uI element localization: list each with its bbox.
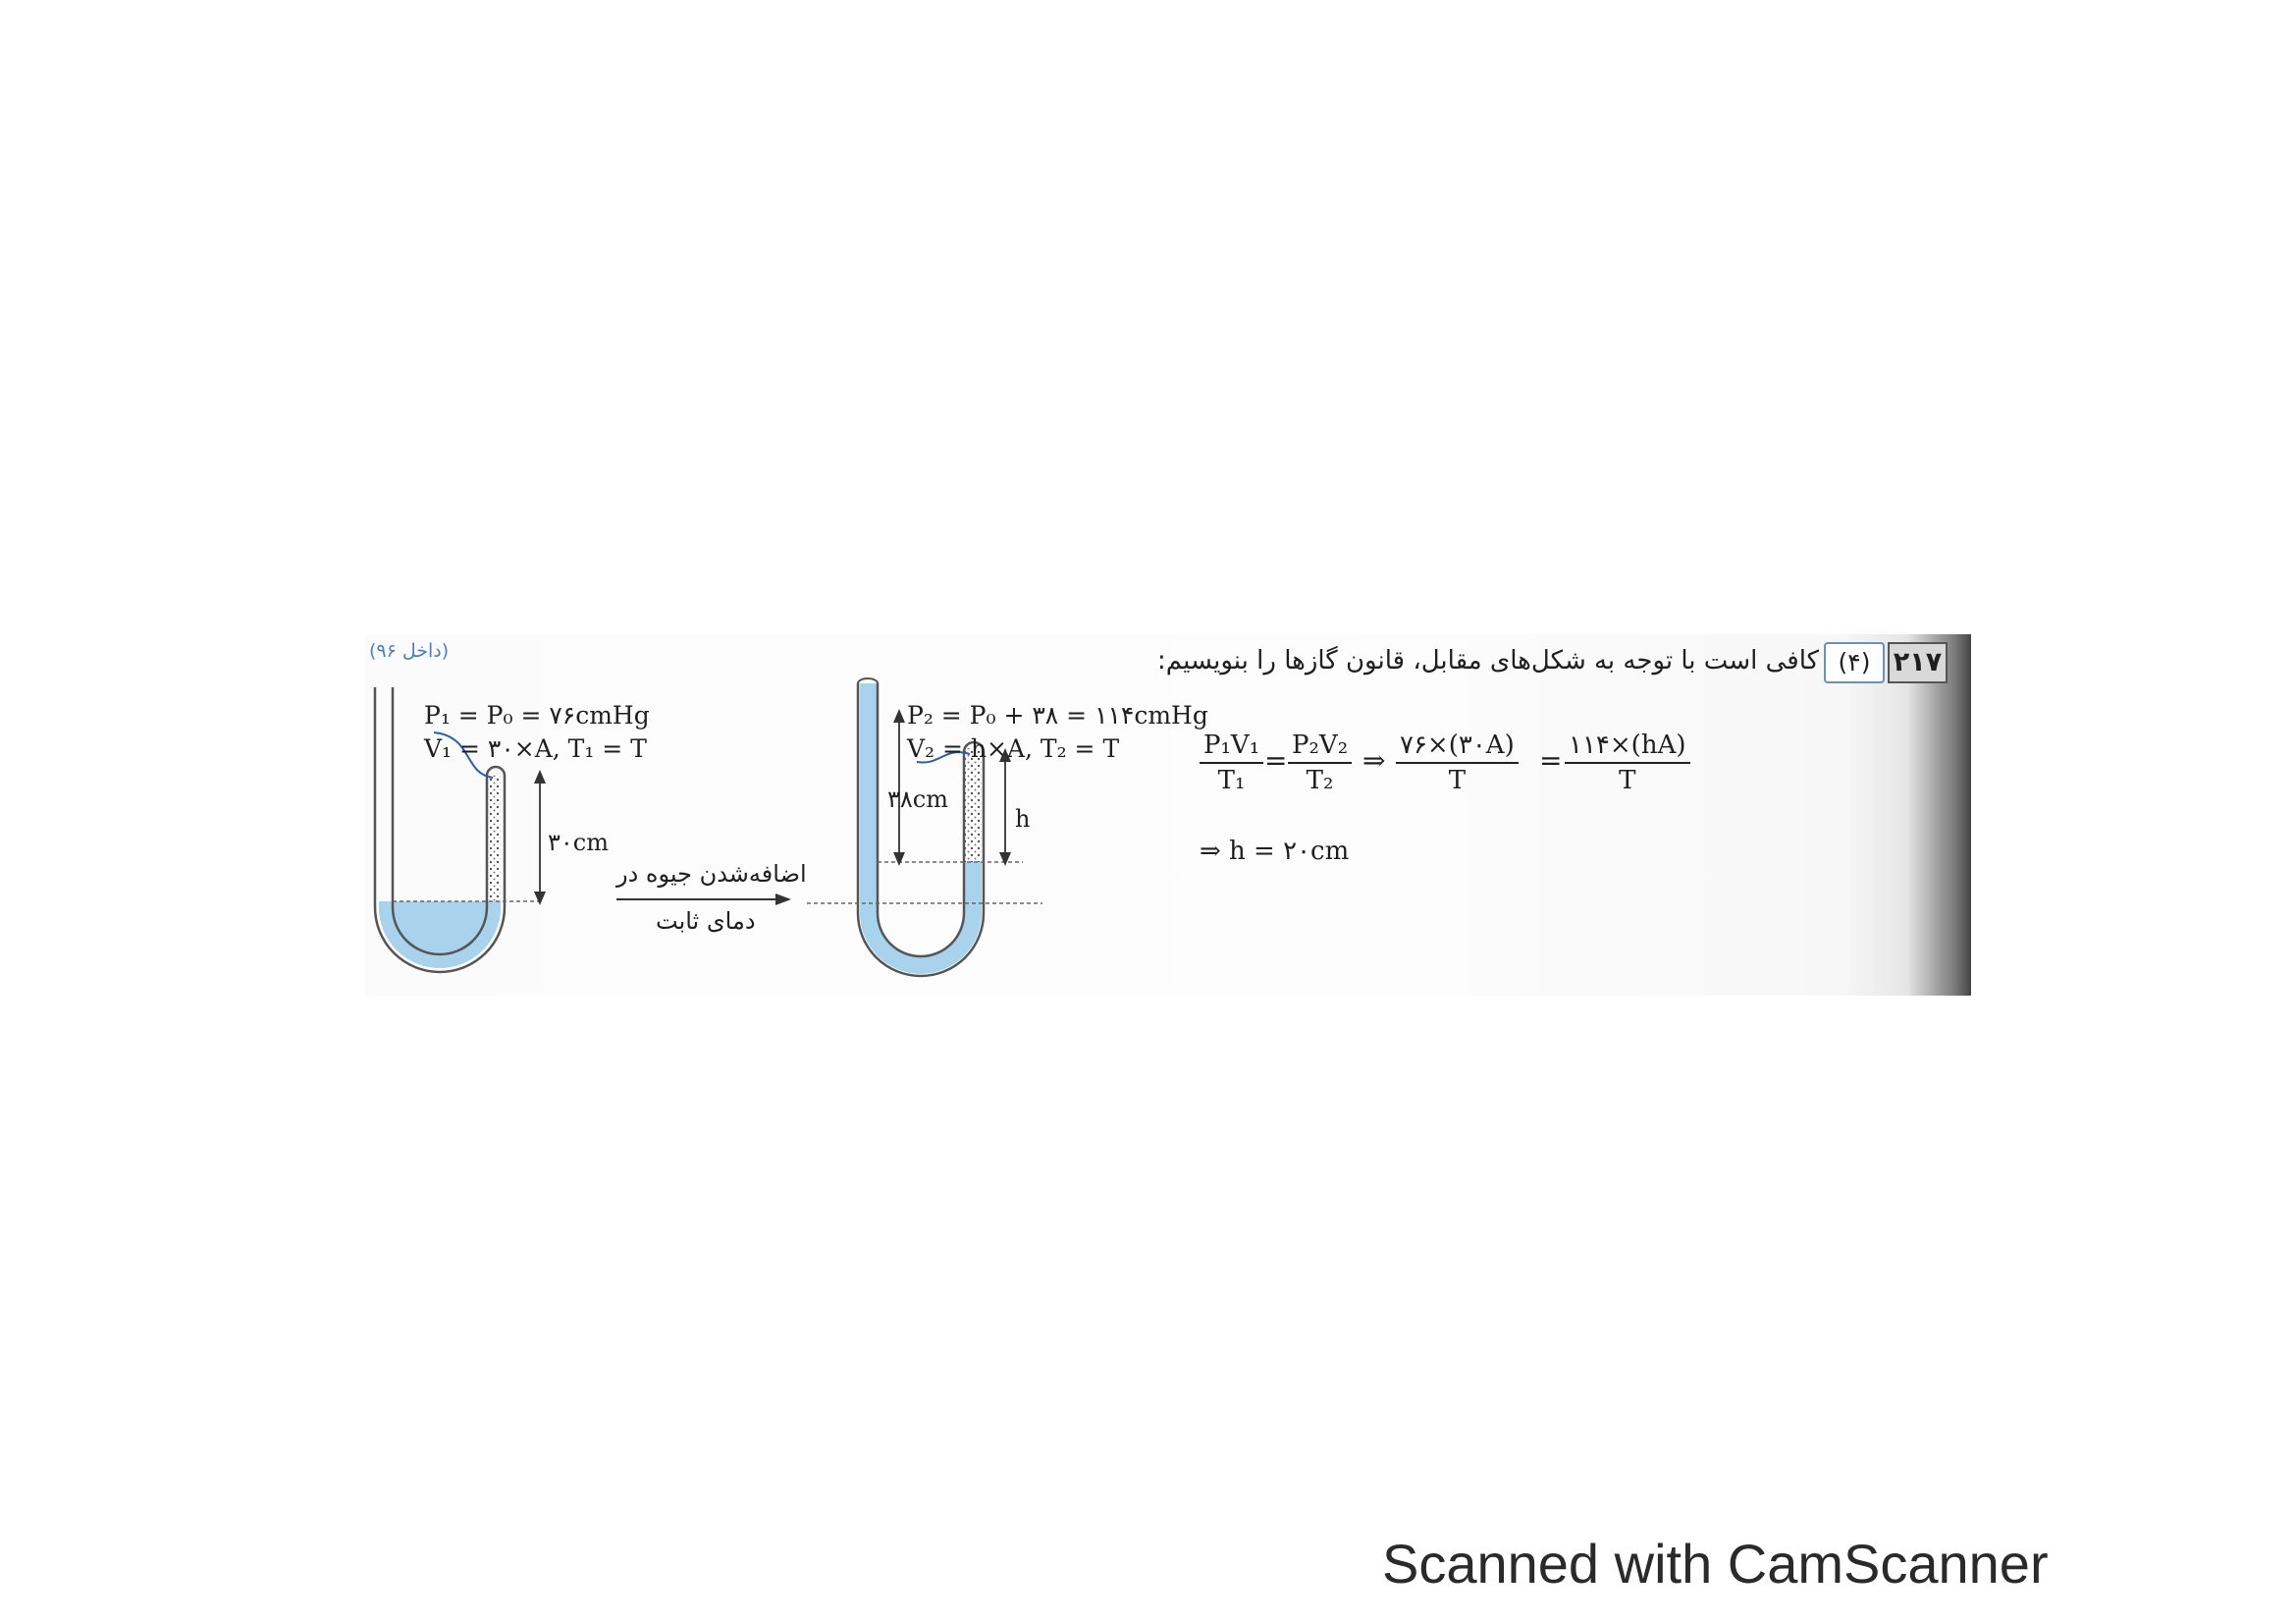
transition-bottom-label: دمای ثابت (656, 907, 756, 935)
right-pressure-label: P₂ = P₀ + ۳۸ = ۱۱۴cmHg (907, 701, 1208, 730)
camscanner-watermark: Scanned with CamScanner (1382, 1533, 2049, 1595)
u-tube-figures (373, 677, 1042, 978)
trapped-gas-left (487, 774, 501, 901)
right-u-tube (807, 677, 1042, 978)
scanned-page-strip (365, 634, 1971, 996)
fraction-4: ۱۱۴×(hA) T (1565, 729, 1690, 797)
equals-sign: = (1264, 744, 1288, 777)
left-pressure-label: P₁ = P₀ = ۷۶cmHg (424, 701, 650, 730)
fraction-1: P₁V₁ T₁ (1200, 729, 1264, 797)
fraction-2: P₂V₂ T₂ (1288, 729, 1353, 797)
trapped-gas-right (964, 748, 982, 862)
implies-arrow: ⇒ (1362, 744, 1386, 777)
question-text: کافی است با توجه به شکل‌های مقابل، قانون… (1157, 646, 1819, 676)
right-height-label: ۳۸cm (887, 785, 948, 813)
fraction-3: ۷۶×(۳۰A) T (1396, 729, 1519, 797)
left-height-label: ۳۰cm (548, 829, 609, 856)
source-label: (داخل ۹۶) (369, 640, 450, 662)
equals-sign: = (1539, 744, 1563, 777)
question-number: ۲۱۷ (1888, 642, 1948, 683)
right-volume-label: V₂ = h×A, T₂ = T (907, 734, 1120, 763)
left-volume-label: V₁ = ۳۰×A, T₁ = T (424, 734, 647, 763)
answer-choice: (۴) (1824, 642, 1885, 683)
result-line: ⇒ h = ۲۰cm (1200, 837, 1350, 866)
left-u-tube (373, 687, 546, 974)
transition-top-label: اضافه‌شدن جیوه در (616, 860, 807, 888)
gas-column-label: h (1015, 805, 1031, 833)
